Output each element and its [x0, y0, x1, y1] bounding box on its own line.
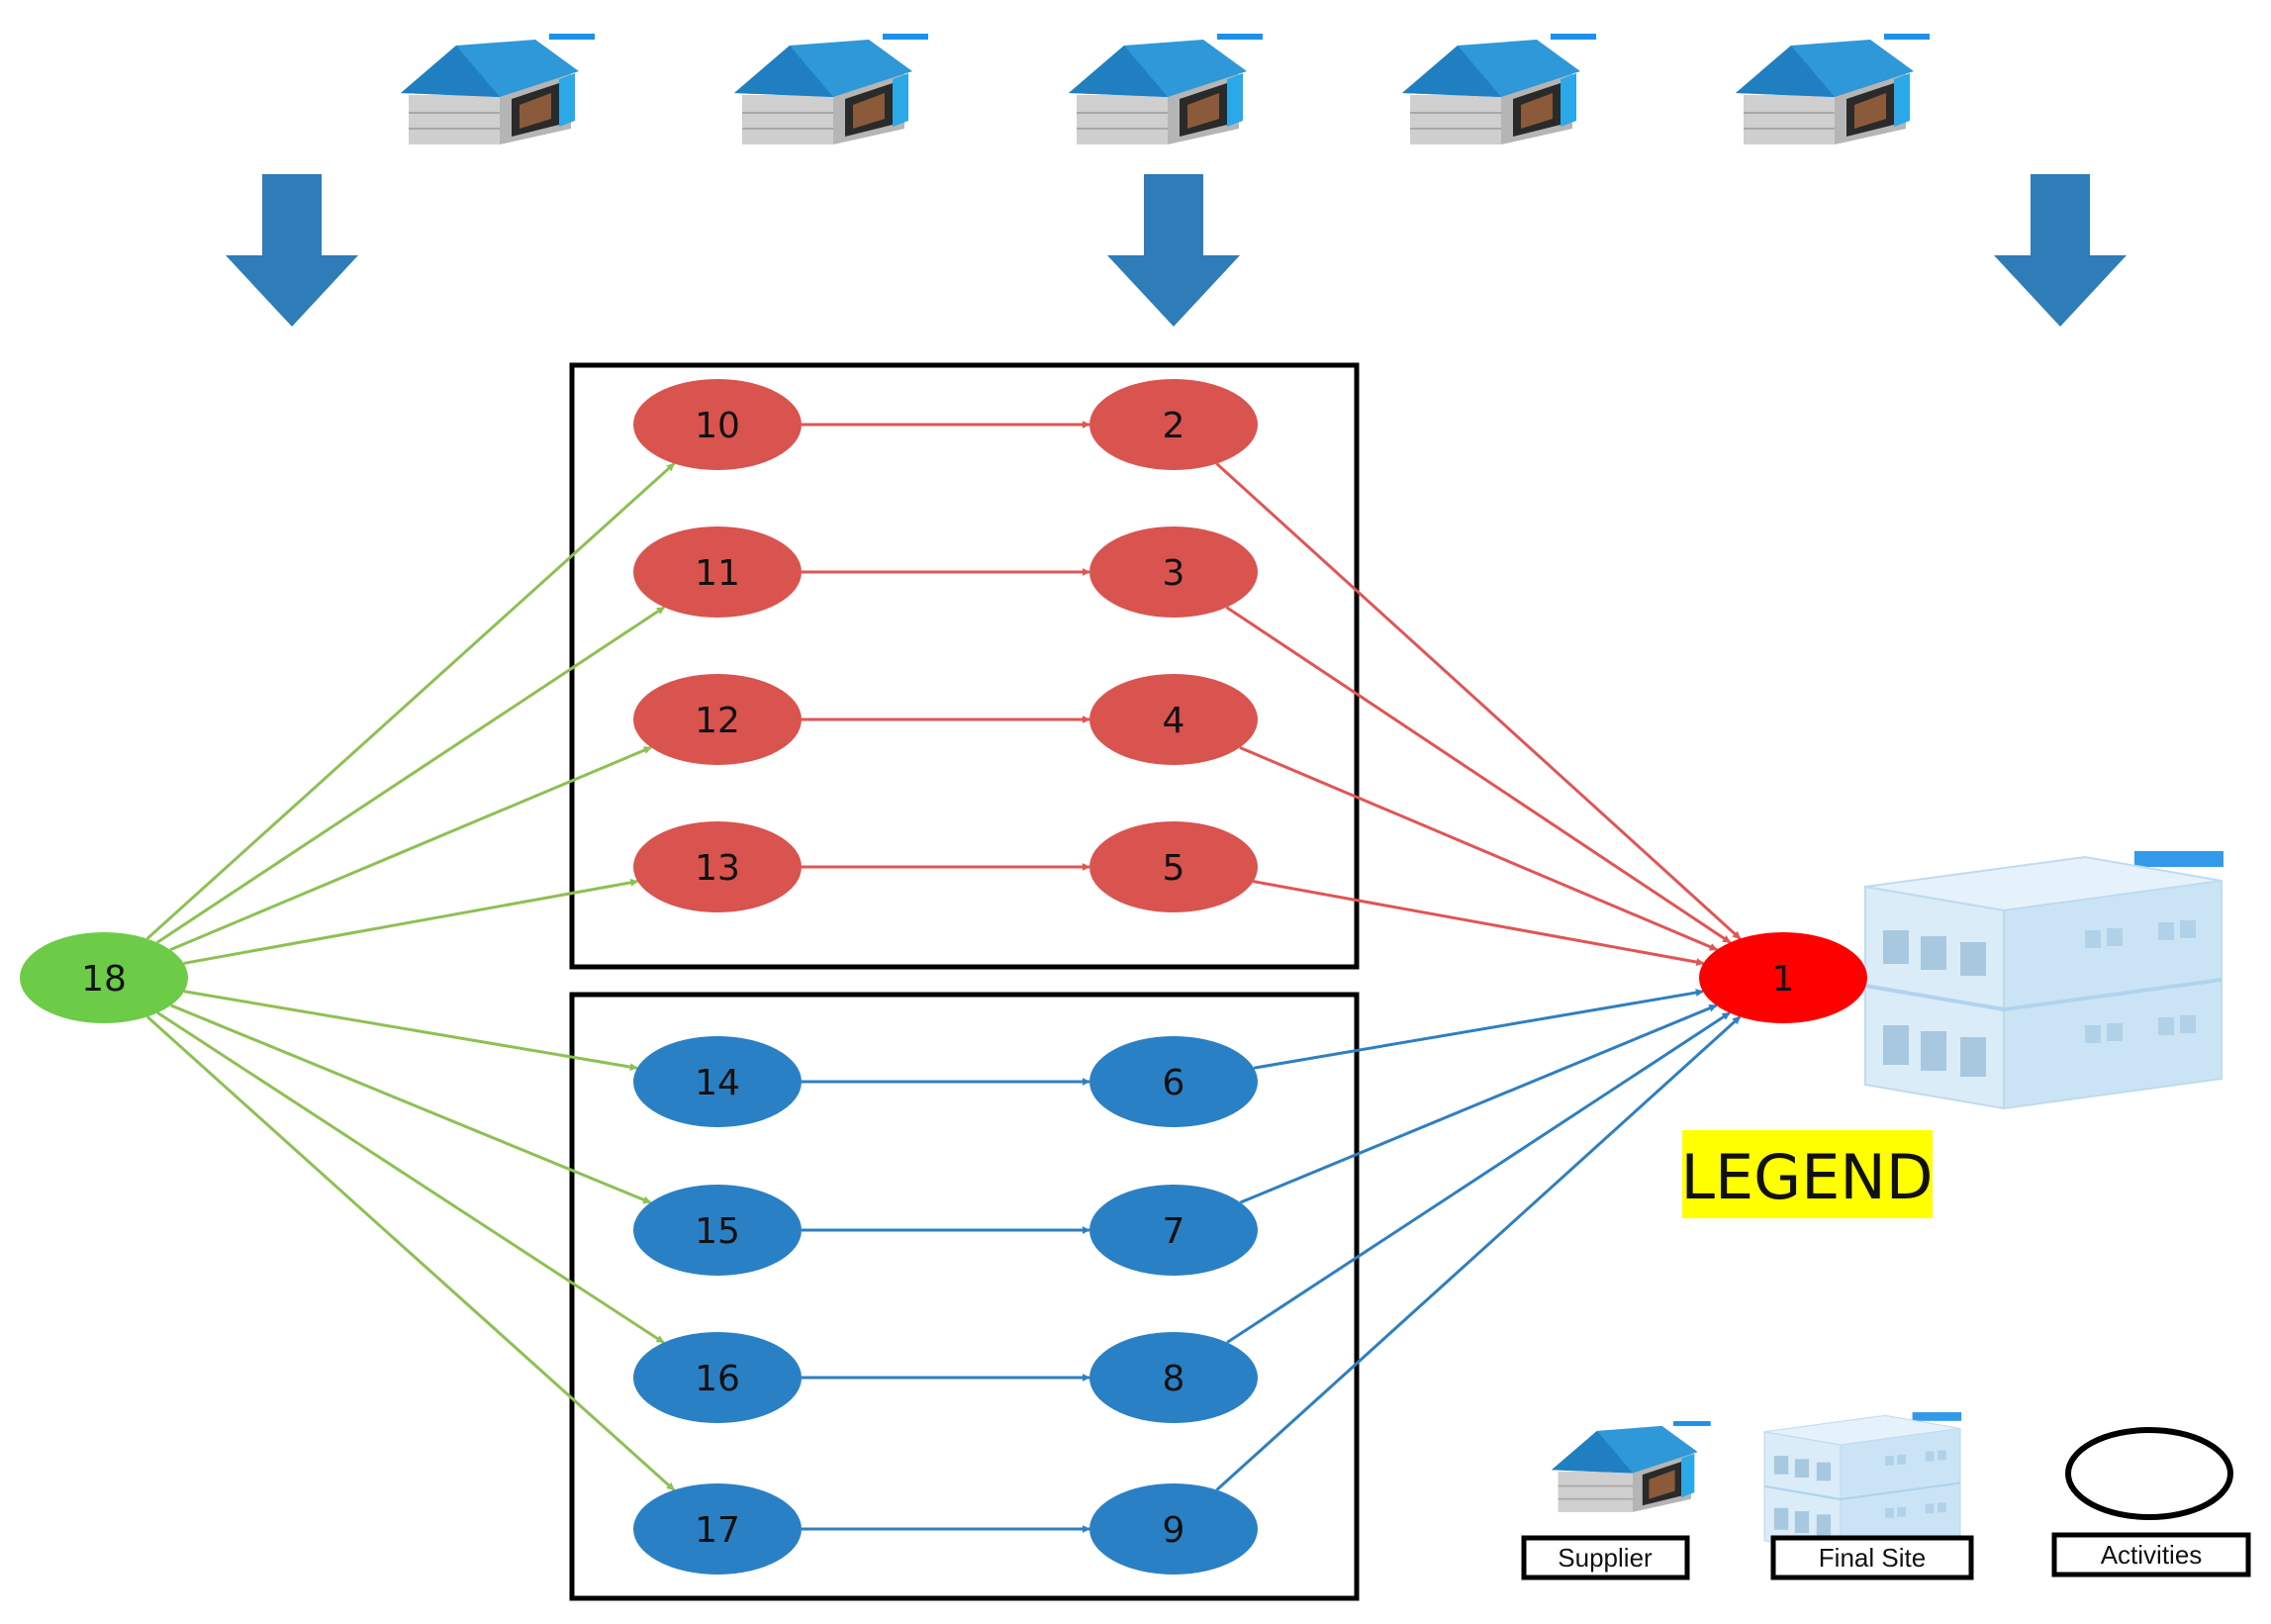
down-arrow-icon	[1994, 174, 2127, 327]
node-ellipse	[1089, 1036, 1258, 1127]
node-10: 10	[633, 379, 802, 470]
node-label: 18	[81, 959, 127, 1000]
edge-18-to-17	[145, 1015, 676, 1491]
legend-title: LEGEND	[1680, 1141, 1933, 1213]
node-ellipse	[1089, 1185, 1258, 1276]
node-9: 9	[1089, 1483, 1258, 1575]
edge-18-to-10	[145, 462, 676, 940]
node-ellipse	[633, 1185, 802, 1276]
legend-title-highlight	[1682, 1130, 1933, 1218]
down-arrow-icon	[226, 174, 358, 327]
supplier-warehouse-icon	[1735, 33, 1931, 145]
legend-final-site-icon	[1762, 1410, 1963, 1556]
node-14: 14	[633, 1036, 802, 1127]
legend-activities-label: Activities	[2101, 1540, 2203, 1570]
node-label: 10	[695, 406, 740, 446]
edge-3-to-1	[1225, 606, 1732, 944]
node-ellipse	[1089, 379, 1258, 470]
node-2: 2	[1089, 379, 1258, 470]
node-label: 15	[695, 1211, 740, 1252]
edge-18-to-16	[156, 1011, 665, 1344]
edge-6-to-1	[1253, 989, 1704, 1070]
node-ellipse	[633, 379, 802, 470]
node-ellipse	[1089, 821, 1258, 912]
node-ellipse	[1089, 1332, 1258, 1423]
node-ellipse	[633, 526, 802, 618]
edges-layer	[145, 421, 1742, 1533]
supplier-warehouse-icon	[1401, 33, 1597, 145]
node-label: 6	[1163, 1063, 1185, 1103]
node-11: 11	[633, 526, 802, 618]
edge-18-to-12	[169, 745, 652, 952]
node-6: 6	[1089, 1036, 1258, 1127]
node-ellipse	[633, 1483, 802, 1575]
node-ellipse	[20, 932, 188, 1023]
legend-final-site-label: Final Site	[1819, 1543, 1926, 1573]
edge-5-to-1	[1253, 880, 1705, 966]
node-label: 2	[1163, 406, 1185, 446]
legend-supplier-box	[1521, 1535, 1690, 1580]
legend-activities-box	[2051, 1532, 2251, 1577]
node-label: 7	[1163, 1211, 1185, 1252]
edge-18-to-13	[183, 878, 639, 965]
edge-18-to-14	[183, 990, 638, 1072]
node-label: 16	[695, 1359, 740, 1399]
node-ellipse	[1089, 674, 1258, 765]
node-4: 4	[1089, 674, 1258, 765]
supplier-warehouse-icon	[733, 33, 929, 145]
blue-group-frame	[569, 992, 1360, 1601]
supplier-icons-row	[400, 33, 1931, 145]
legend: LEGEND Supplier Final Site Activities	[1521, 1130, 2251, 1580]
node-16: 16	[633, 1332, 802, 1423]
final-site-building-icon	[1863, 849, 2225, 1110]
node-label: 17	[695, 1510, 740, 1551]
edge-8-to-1	[1226, 1011, 1731, 1344]
node-ellipse	[1089, 1483, 1258, 1575]
node-ellipse	[633, 1036, 802, 1127]
legend-supplier-icon	[1551, 1420, 1712, 1513]
node-8: 8	[1089, 1332, 1258, 1423]
node-ellipse	[633, 1332, 802, 1423]
supplier-warehouse-icon	[1068, 33, 1264, 145]
supplier-warehouse-icon	[400, 33, 596, 145]
node-12: 12	[633, 674, 802, 765]
node-17: 17	[633, 1483, 802, 1575]
node-18: 18	[20, 932, 188, 1023]
node-label: 14	[695, 1063, 740, 1103]
node-label: 3	[1163, 553, 1185, 594]
down-arrow-icon	[1107, 174, 1240, 327]
edge-18-to-11	[156, 606, 665, 944]
red-group-frame	[569, 362, 1360, 970]
node-label: 9	[1163, 1510, 1185, 1551]
node-ellipse	[633, 674, 802, 765]
node-ellipse	[1089, 526, 1258, 618]
legend-final-site-box	[1770, 1535, 1974, 1580]
node-label: 5	[1163, 848, 1185, 889]
node-label: 13	[695, 848, 740, 889]
node-label: 11	[695, 553, 740, 594]
node-13: 13	[633, 821, 802, 912]
edge-2-to-1	[1215, 462, 1742, 940]
node-ellipse	[1699, 932, 1867, 1023]
edge-4-to-1	[1239, 745, 1718, 952]
legend-activity-ellipse-icon	[2065, 1427, 2233, 1520]
node-15: 15	[633, 1185, 802, 1276]
node-label: 1	[1772, 959, 1795, 1000]
edge-18-to-15	[170, 1003, 652, 1204]
edge-7-to-1	[1239, 1003, 1718, 1204]
nodes-layer: 18 10 11 12 13 2 3 4 5 14 15 16 17 6 7 8 9 1	[20, 379, 1867, 1575]
node-7: 7	[1089, 1185, 1258, 1276]
node-ellipse	[633, 821, 802, 912]
node-3: 3	[1089, 526, 1258, 618]
node-1: 1	[1699, 932, 1867, 1023]
node-label: 12	[695, 701, 740, 741]
down-arrows	[226, 174, 2127, 327]
node-5: 5	[1089, 821, 1258, 912]
edge-9-to-1	[1215, 1015, 1742, 1491]
node-label: 4	[1163, 701, 1185, 741]
node-label: 8	[1163, 1359, 1185, 1399]
legend-supplier-label: Supplier	[1558, 1543, 1653, 1573]
